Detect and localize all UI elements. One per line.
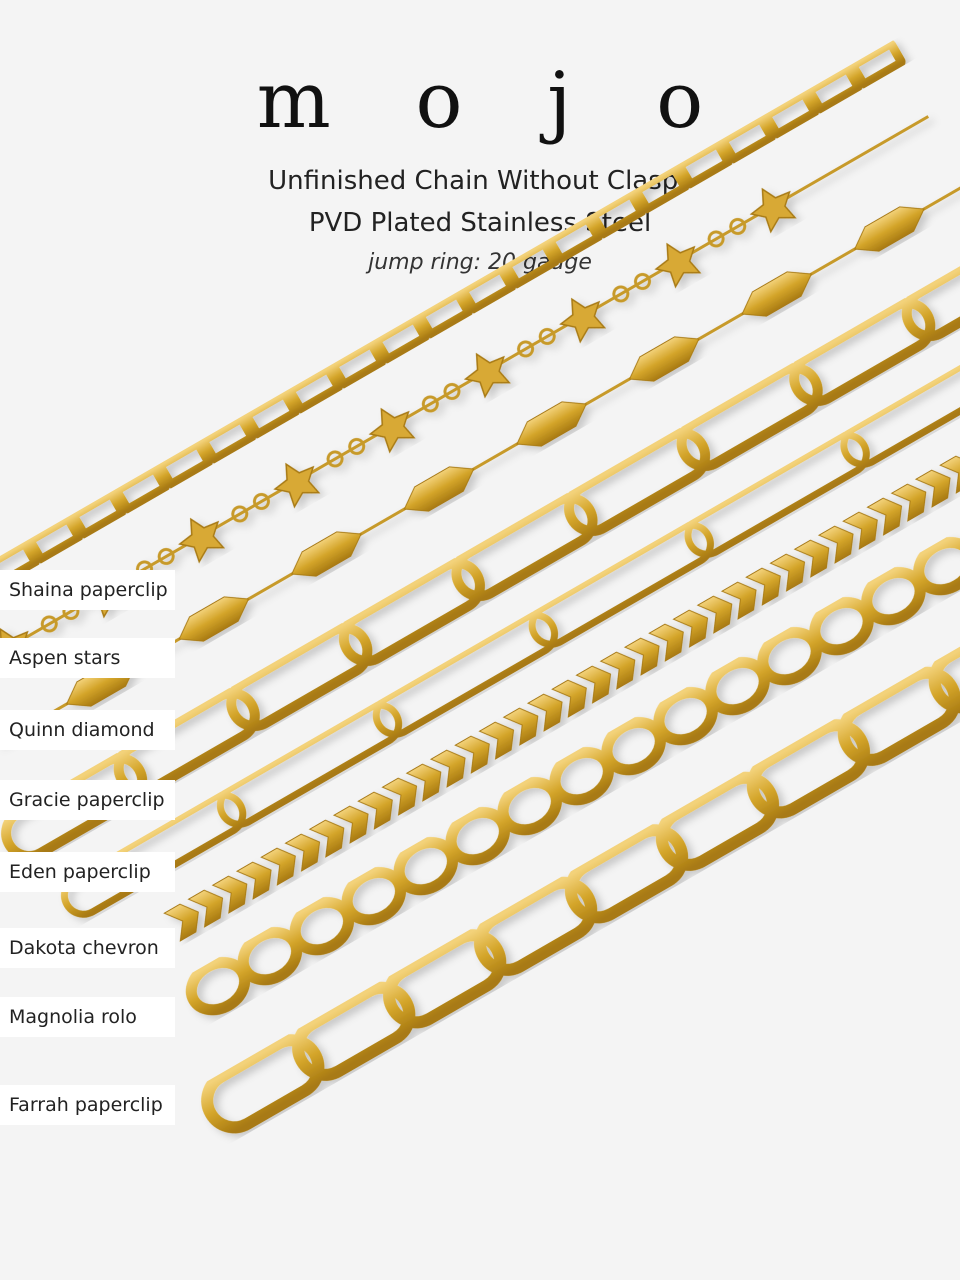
label-farrah-paperclip: Farrah paperclip xyxy=(0,1085,175,1125)
brand-logo: m o j o xyxy=(256,56,734,146)
page-title: Unfinished Chain Without Clasps xyxy=(268,166,692,196)
chain-dakota xyxy=(163,455,960,942)
chain-eden xyxy=(60,341,960,918)
label-shaina-paperclip: Shaina paperclip xyxy=(0,570,175,610)
chain-gracie xyxy=(1,233,960,862)
label-magnolia-rolo: Magnolia rolo xyxy=(0,997,175,1037)
chain-farrah xyxy=(201,614,960,1134)
label-eden-paperclip: Eden paperclip xyxy=(0,852,175,892)
label-gracie-paperclip: Gracie paperclip xyxy=(0,780,175,820)
chain-magnolia xyxy=(185,537,960,1016)
label-quinn-diamond: Quinn diamond xyxy=(0,710,175,750)
label-aspen-stars: Aspen stars xyxy=(0,638,175,678)
label-dakota-chevron: Dakota chevron xyxy=(0,928,175,968)
chain-shaina xyxy=(0,39,906,589)
